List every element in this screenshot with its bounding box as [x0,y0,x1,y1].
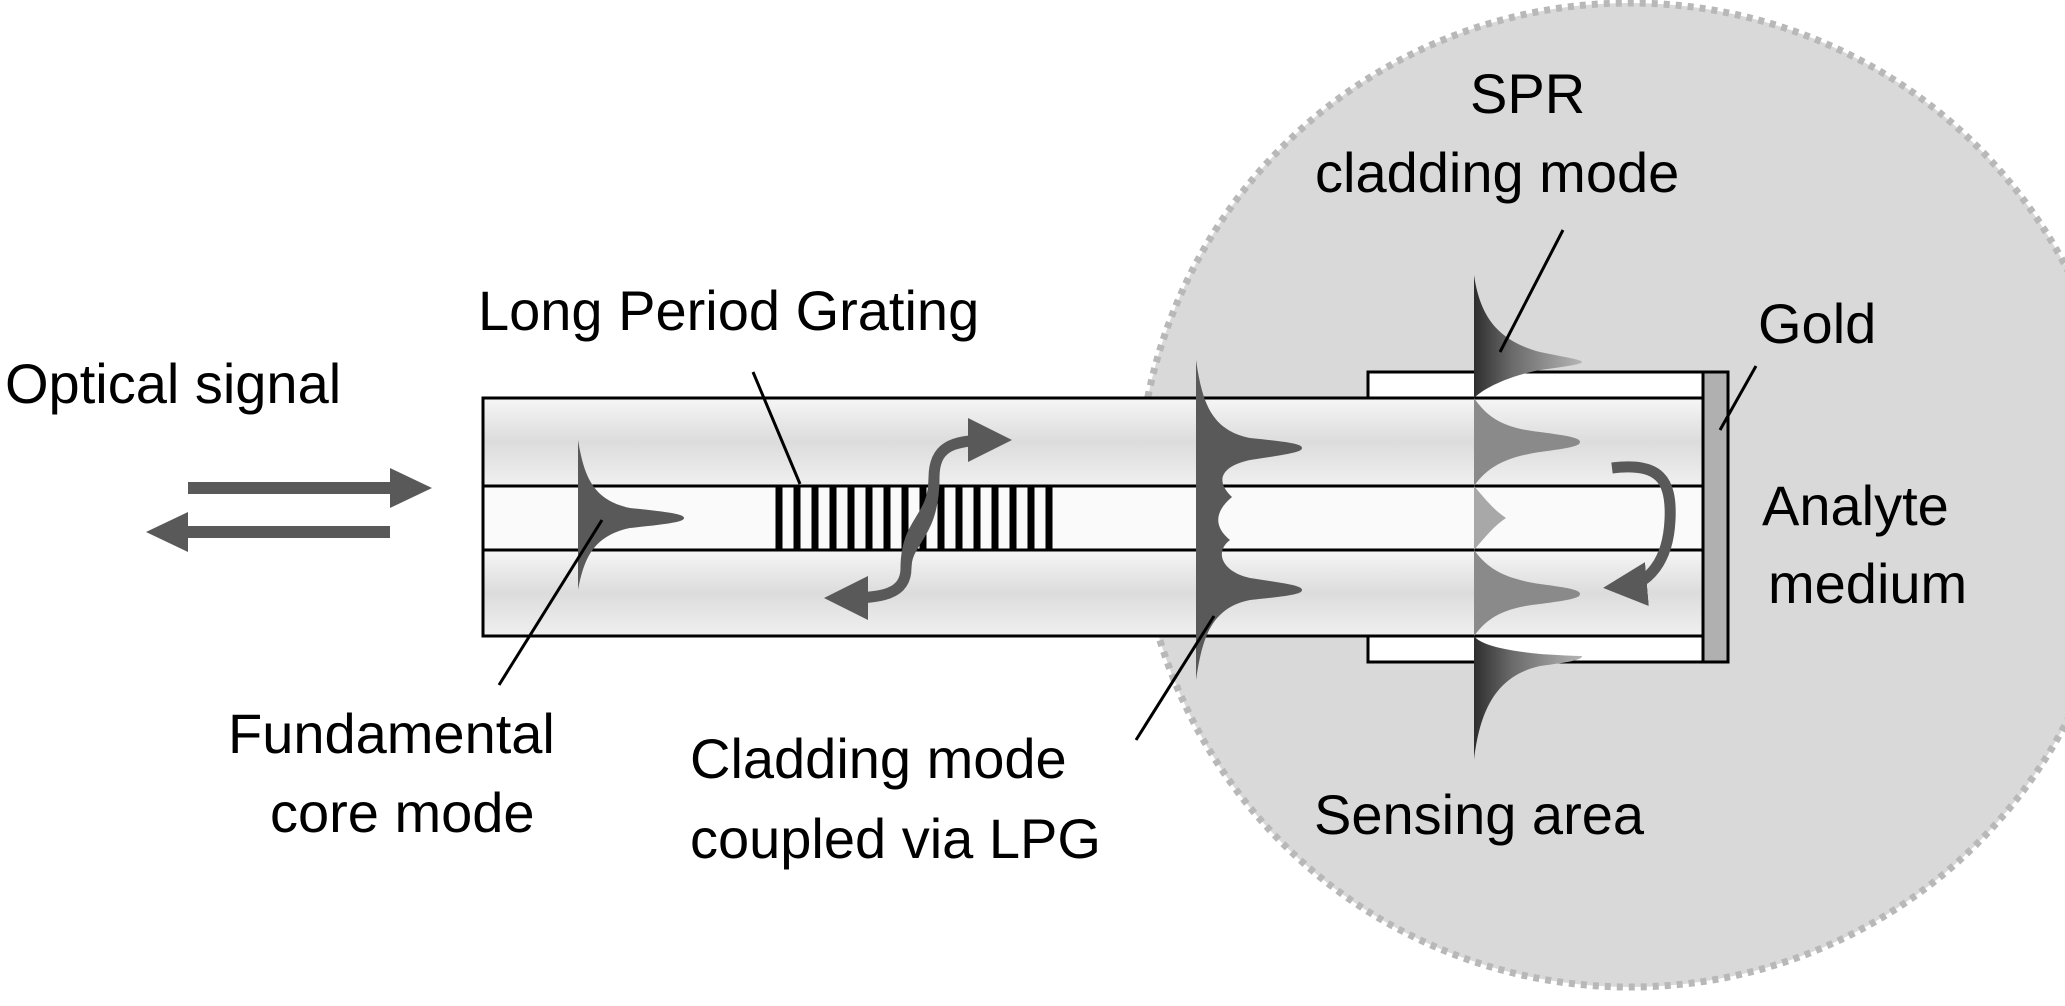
fundamental-core-mode-label-2: core mode [270,781,535,844]
spr-cladding-mode-profile-lower [1474,636,1582,760]
optical-signal-arrows [146,468,432,552]
leader-lines [497,229,1758,741]
analyte-medium-label-2: medium [1768,552,1967,615]
long-period-grating-label: Long Period Grating [478,279,979,342]
sensing-area-label: Sensing area [1314,783,1645,846]
forward-arrow-icon [188,468,432,508]
gold-layer-end [1701,370,1730,664]
optical-signal-label: Optical signal [5,352,341,415]
gold-layer-top [1366,370,1730,400]
fundamental-core-mode-label-1: Fundamental [228,702,555,765]
gold-label: Gold [1758,292,1876,355]
spr-inner-profile-top [1474,398,1580,486]
spr-inner-profile-bottom [1474,550,1580,636]
leader-cladding [1134,615,1216,741]
leader-gold [1718,365,1758,431]
spr-mode-label-2: cladding mode [1315,141,1679,204]
cladding-mode-label-1: Cladding mode [690,727,1067,790]
leader-fundamental [497,519,604,686]
lpg-coupling-arrows [824,418,1012,620]
fundamental-core-mode-profile [578,440,684,590]
leader-lpg [751,371,802,485]
spr-inner-profile-core [1474,486,1506,550]
coupling-arrow-down-icon [824,477,940,620]
leader-spr [1498,229,1565,353]
analyte-medium-label-1: Analyte [1762,474,1949,537]
backward-arrow-icon [146,512,390,552]
spr-mode-label-1: SPR [1470,62,1585,125]
spr-cladding-mode-profile [1474,275,1582,398]
reflection-arrow-icon [1603,461,1676,606]
cladding-mode-profile [1196,360,1302,680]
cladding-mode-label-2: coupled via LPG [690,807,1101,870]
